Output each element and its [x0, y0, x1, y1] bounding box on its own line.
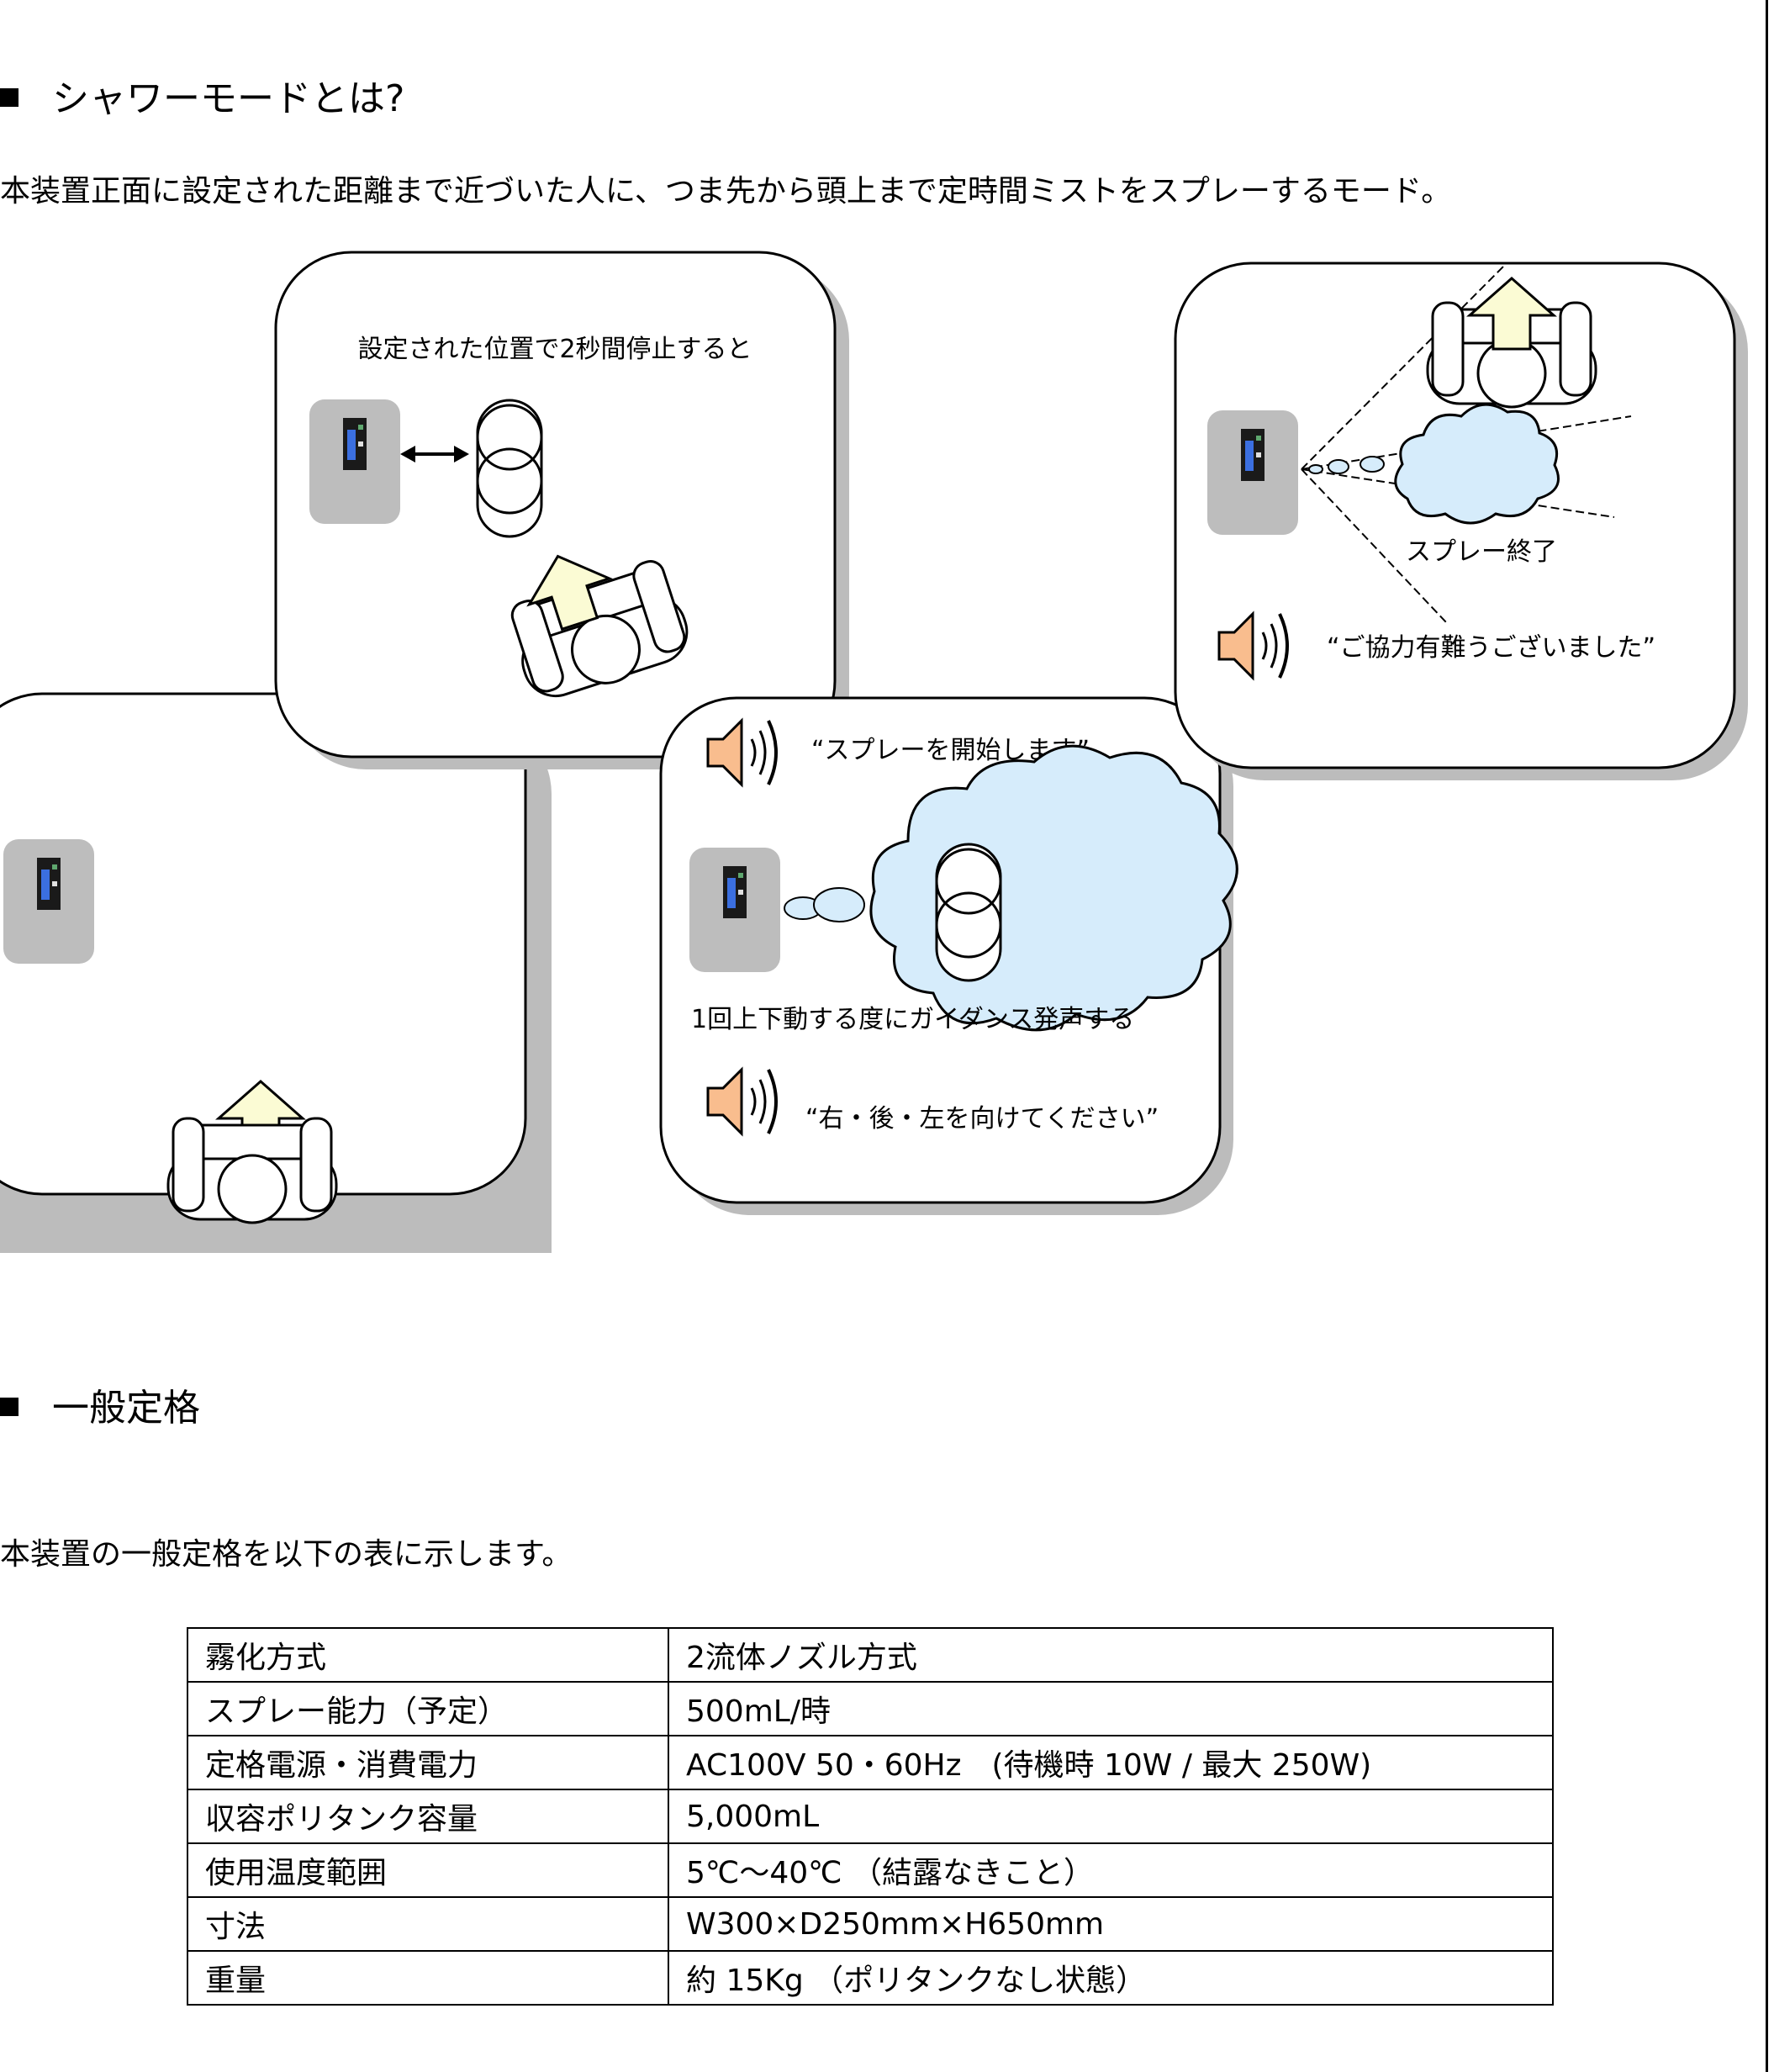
- section-heading-shower-mode: シャワーモードとは?: [0, 74, 404, 124]
- spec-key: スプレー能力（予定）: [187, 1681, 669, 1736]
- spec-key: 霧化方式: [187, 1627, 669, 1683]
- spec-value: AC100V 50・60Hz (待機時 10W / 最大 250W): [668, 1735, 1554, 1790]
- spray-end-caption: スプレー終了: [1406, 537, 1557, 567]
- section-title: 一般定格: [52, 1387, 200, 1430]
- section-title: シャワーモードとは?: [52, 77, 405, 120]
- mist-cloud-icon: [1308, 403, 1560, 525]
- device-icon: [689, 848, 780, 972]
- spec-value: 2流体ノズル方式: [668, 1627, 1554, 1683]
- person-icon: [935, 843, 1002, 982]
- general-ratings-description: 本装置の一般定格を以下の表に示します。: [0, 1537, 573, 1572]
- announcement-thanks: “ご協力有難うございました”: [1327, 633, 1655, 663]
- table-row: 重量 約 15Kg （ポリタンクなし状態）: [187, 1950, 1554, 2006]
- page-right-border: [1766, 0, 1768, 2072]
- table-row: 寸法 W300×D250mm×H650mm: [187, 1896, 1554, 1952]
- shower-mode-diagram: 設定された位置で2秒間停止すると “スプレーを開始します” 1回上下動する度にガ…: [0, 251, 1748, 1253]
- spec-key: 収容ポリタンク容量: [187, 1789, 669, 1844]
- table-row: 霧化方式 2流体ノズル方式: [187, 1627, 1554, 1683]
- double-arrow-icon: [400, 446, 469, 462]
- spec-value: 5℃～40℃ （結露なきこと）: [668, 1842, 1554, 1898]
- spec-key: 使用温度範囲: [187, 1842, 669, 1898]
- table-row: 使用温度範囲 5℃～40℃ （結露なきこと）: [187, 1842, 1554, 1898]
- panel-approach: [0, 692, 552, 1253]
- square-bullet-icon: [0, 1398, 18, 1416]
- spec-value: 5,000mL: [668, 1789, 1554, 1844]
- person-icon: [476, 399, 543, 538]
- table-row: 収容ポリタンク容量 5,000mL: [187, 1789, 1554, 1844]
- panel-spray-end: スプレー終了 “ご協力有難うございました”: [1174, 262, 1748, 780]
- guidance-caption: 1回上下動する度にガイダンス発声する: [691, 1005, 1134, 1034]
- square-bullet-icon: [0, 88, 18, 107]
- device-icon: [3, 839, 94, 964]
- spec-key: 重量: [187, 1950, 669, 2006]
- person-icon: [166, 1117, 338, 1224]
- device-icon: [1207, 410, 1298, 535]
- spec-key: 定格電源・消費電力: [187, 1735, 669, 1790]
- device-icon: [309, 399, 400, 524]
- panel-stop-caption: 設定された位置で2秒間停止すると: [357, 335, 752, 364]
- table-row: スプレー能力（予定） 500mL/時: [187, 1681, 1554, 1736]
- spec-value: 500mL/時: [668, 1681, 1554, 1736]
- section-heading-general-ratings: 一般定格: [0, 1383, 200, 1434]
- spec-table: 霧化方式 2流体ノズル方式 スプレー能力（予定） 500mL/時 定格電源・消費…: [187, 1627, 1554, 2006]
- spec-value: W300×D250mm×H650mm: [668, 1896, 1554, 1952]
- panel-spray-start: “スプレーを開始します” 1回上下動する度にガイダンス発声する “右・後・左を向…: [659, 696, 1238, 1215]
- table-row: 定格電源・消費電力 AC100V 50・60Hz (待機時 10W / 最大 2…: [187, 1735, 1554, 1790]
- shower-mode-description: 本装置正面に設定された距離まで近づいた人に、つま先から頭上まで定時間ミストをスプ…: [0, 174, 1452, 209]
- spec-key: 寸法: [187, 1896, 669, 1952]
- panel-stop: 設定された位置で2秒間停止すると: [274, 251, 849, 769]
- spec-value: 約 15Kg （ポリタンクなし状態）: [668, 1950, 1554, 2006]
- announcement-turn: “右・後・左を向けてください”: [805, 1104, 1159, 1134]
